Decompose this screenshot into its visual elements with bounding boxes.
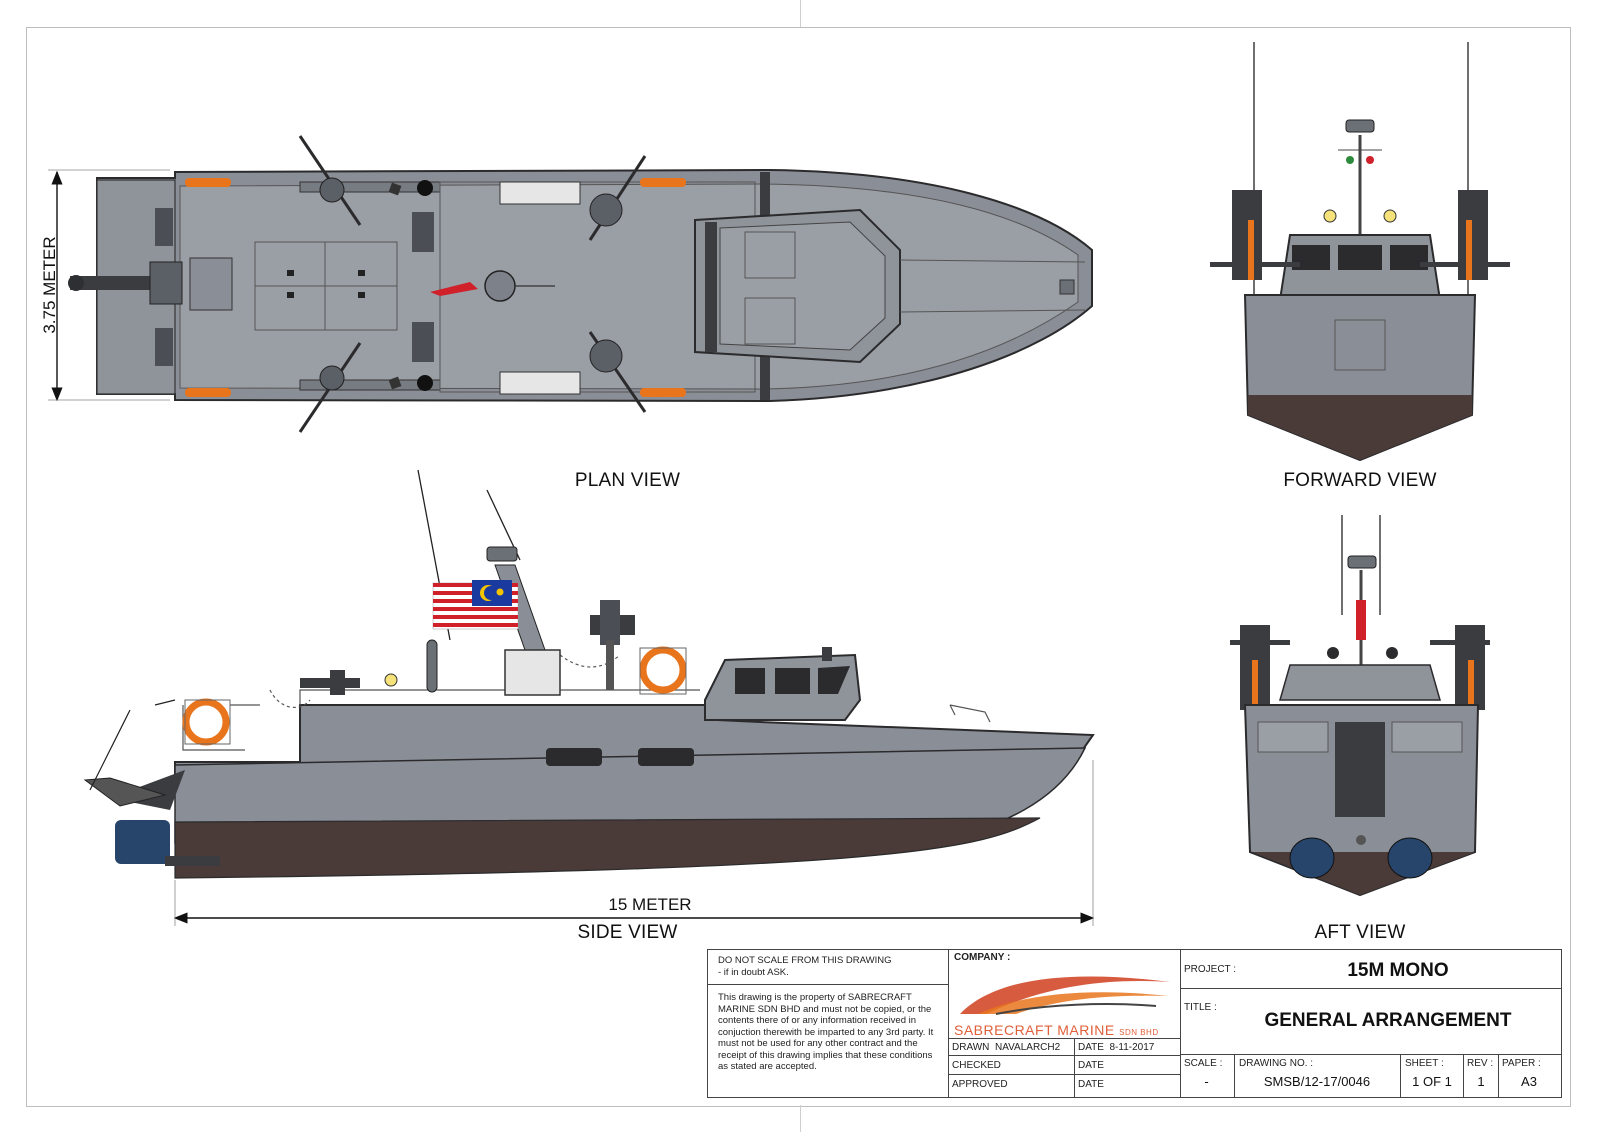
company-label: COMPANY :	[954, 952, 1011, 963]
company-name: SABRECRAFT MARINE SDN BHD	[954, 1022, 1159, 1038]
plan-view-label: PLAN VIEW	[574, 470, 681, 491]
drawing-no-value: SMSB/12-17/0046	[1263, 1074, 1371, 1089]
approved-label: APPROVED	[952, 1079, 1008, 1090]
aft-view-label: AFT VIEW	[1314, 922, 1406, 943]
checked-date-label: DATE	[1078, 1060, 1104, 1071]
rev-value: 1	[1477, 1074, 1485, 1089]
drawing-frame	[26, 27, 1571, 1107]
notice-body-text: This drawing is the property of SABRECRA…	[718, 992, 934, 1072]
scale-label: SCALE :	[1184, 1058, 1223, 1069]
title-label: TITLE :	[1184, 1002, 1217, 1013]
forward-view-label: FORWARD VIEW	[1283, 470, 1437, 491]
flag	[432, 580, 519, 630]
paper-label: PAPER :	[1502, 1058, 1541, 1069]
plan-view-drawing	[48, 135, 1093, 433]
sheet-value: 1 OF 1	[1412, 1074, 1452, 1089]
forward-view-drawing	[1210, 42, 1510, 462]
title-value: GENERAL ARRANGEMENT	[1264, 1010, 1512, 1031]
checked-label: CHECKED	[952, 1060, 1001, 1071]
rev-label: REV :	[1467, 1058, 1494, 1069]
paper-value: A3	[1521, 1074, 1537, 1089]
length-dimension-label: 15 METER	[608, 895, 692, 914]
drawing-no-label: DRAWING NO. :	[1239, 1058, 1314, 1069]
frame-tick-top	[800, 0, 801, 27]
side-view-drawing	[83, 469, 1095, 926]
notice-title-text: DO NOT SCALE FROM THIS DRAWING - if in d…	[718, 955, 892, 978]
scale-value: -	[1204, 1074, 1209, 1089]
approved-date-label: DATE	[1078, 1079, 1104, 1090]
frame-tick-bottom	[800, 1105, 801, 1132]
title-block: DO NOT SCALE FROM THIS DRAWING - if in d…	[707, 949, 1562, 1098]
project-value: 15M MONO	[1347, 960, 1449, 981]
beam-dimension-label: 3.75 METER	[40, 236, 59, 334]
sheet-label: SHEET :	[1405, 1058, 1444, 1069]
drawn-date: DATE 8-11-2017	[1078, 1042, 1155, 1053]
company-logo	[960, 976, 1170, 1015]
aft-view-drawing	[1230, 515, 1490, 897]
project-label: PROJECT :	[1184, 964, 1237, 975]
side-view-label: SIDE VIEW	[577, 922, 678, 943]
drawn-label: DRAWN NAVALARCH2	[952, 1042, 1061, 1053]
